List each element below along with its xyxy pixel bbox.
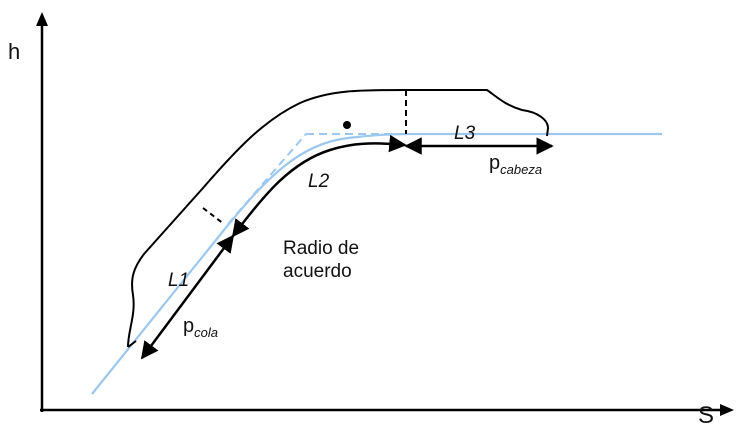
radius-annotation-line2: acuerdo	[283, 261, 352, 282]
x-axis-label: S	[698, 402, 714, 429]
outline-tail-end	[127, 340, 137, 348]
head-pitch-label: pcabeza	[489, 152, 542, 177]
head-pitch-subscript: cabeza	[500, 162, 542, 177]
tail-pitch-subscript: cola	[194, 325, 218, 340]
tail-separator-dashed	[202, 207, 225, 225]
segment-l1-label: L1	[168, 270, 189, 291]
y-axis-label: h	[8, 39, 20, 64]
head-pitch-symbol: p	[489, 152, 500, 174]
vehicle-outline	[127, 89, 550, 348]
segment-l2-label: L2	[308, 171, 330, 192]
tail-pitch-arrow	[140, 234, 235, 360]
tail-pitch-symbol: p	[183, 315, 194, 337]
tail-pitch-label: pcola	[183, 315, 218, 340]
x-axis-arrowhead	[720, 404, 734, 416]
radius-arc-arrow	[231, 134, 407, 238]
segment-l3-label: L3	[454, 123, 476, 144]
track-curve	[91, 132, 662, 395]
y-axis-arrowhead	[36, 12, 48, 26]
center-of-mass-dot	[343, 121, 351, 129]
radius-annotation-line1: Radio de	[283, 238, 359, 259]
